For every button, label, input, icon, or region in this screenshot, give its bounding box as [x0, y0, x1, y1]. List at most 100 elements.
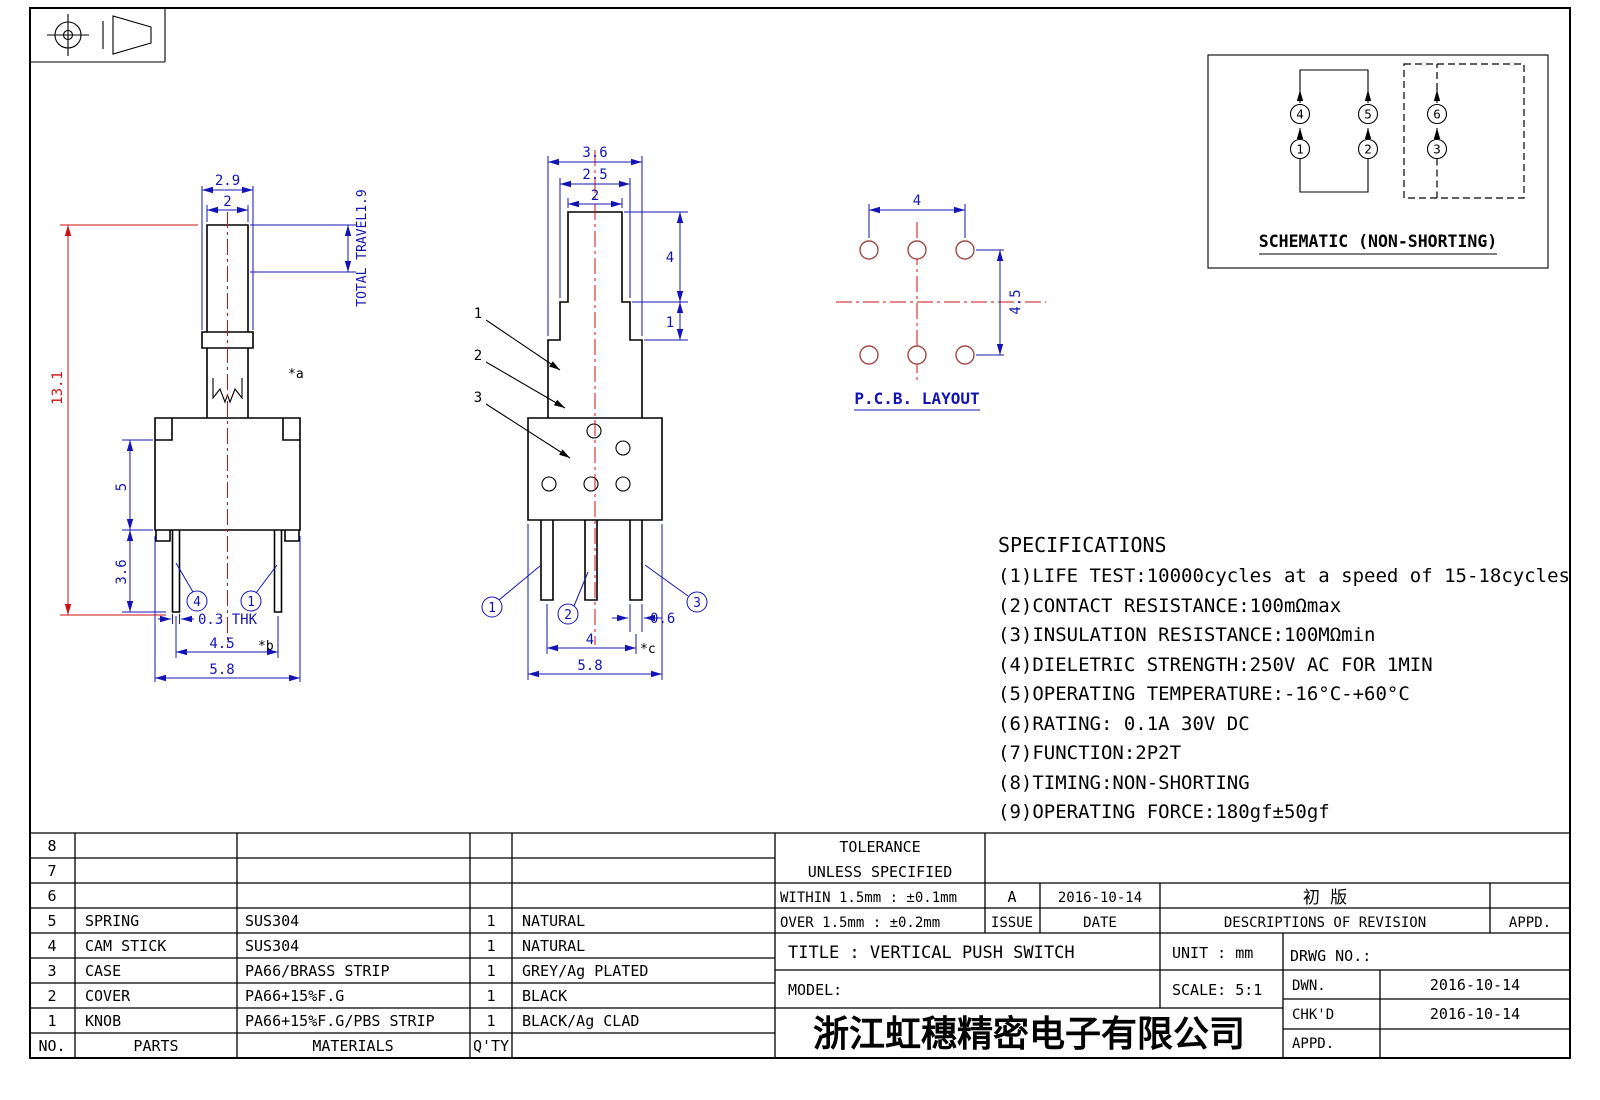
row-no: 7 — [47, 862, 56, 880]
pcb-pad — [859, 345, 879, 365]
dim-pad-pitch-v: 4.5 — [1008, 289, 1024, 314]
header-parts: PARTS — [133, 1037, 178, 1055]
row-no: 4 — [47, 937, 56, 955]
projection-box — [30, 8, 166, 63]
header-no: NO. — [38, 1037, 65, 1055]
spec-item: (9)OPERATING FORCE:180gf±50gf — [998, 801, 1330, 823]
sheet-border — [29, 7, 1571, 1059]
row-finish: GREY/Ag PLATED — [522, 962, 648, 980]
dim-pin-pitch: 4.5 — [209, 636, 234, 652]
schematic-wire-top — [1299, 69, 1369, 90]
dim-pin-length: 3.6 — [114, 559, 130, 584]
callout-leader-right — [255, 564, 278, 594]
tolerance-title: TOLERANCE — [839, 838, 920, 856]
scale-label: SCALE: 5:1 — [1172, 981, 1262, 999]
revision-description: 初 版 — [1303, 888, 1347, 908]
front-view-outline — [154, 224, 301, 613]
appd-row-label: APPD. — [1292, 1036, 1334, 1052]
schematic-pin-circle — [1289, 103, 1311, 125]
front-extension-lines — [122, 186, 356, 682]
row-qty: 1 — [486, 962, 495, 980]
part-leader-line-3 — [485, 403, 571, 459]
specifications: SPECIFICATIONS (1)LIFE TEST:10000cycles … — [998, 533, 1570, 823]
row-part: SPRING — [85, 912, 139, 930]
specifications-title: SPECIFICATIONS — [998, 533, 1167, 557]
tolerance-over: OVER 1.5mm : ±0.2mm — [780, 915, 940, 931]
side-extension-lines — [527, 156, 688, 680]
pcb-layout-title: P.C.B. LAYOUT — [854, 389, 979, 408]
schematic-pin-3: 3 — [1433, 142, 1441, 157]
row-qty: 1 — [486, 1012, 495, 1030]
row-no: 5 — [47, 912, 56, 930]
row-no: 2 — [47, 987, 56, 1005]
header-materials: MATERIALS — [312, 1037, 393, 1055]
tolerance-subtitle: UNLESS SPECIFIED — [808, 863, 953, 881]
row-material: PA66+15%F.G — [245, 987, 344, 1005]
projection-crosshair-icon — [47, 14, 89, 56]
note-b: *b — [258, 639, 274, 654]
pin-callout-1: 1 — [488, 601, 496, 616]
spec-item: (2)CONTACT RESISTANCE:100mΩmax — [998, 595, 1341, 617]
dim-knob-inner-width: 2 — [223, 194, 231, 210]
spec-item: (3)INSULATION RESISTANCE:100MΩmin — [998, 624, 1376, 646]
row-qty: 1 — [486, 912, 495, 930]
schematic-pin-4: 4 — [1296, 107, 1304, 122]
row-finish: BLACK — [522, 987, 567, 1005]
pin-callout-4: 4 — [193, 595, 201, 610]
pcb-pad — [907, 240, 927, 260]
case-hole — [541, 476, 557, 492]
case-hole — [615, 476, 631, 492]
appd-label: APPD. — [1509, 915, 1551, 931]
front-view: 2.9 2 TOTAL TRAVEL1.9 13.1 5 3.6 0.3 THK… — [50, 173, 370, 682]
row-finish: NATURAL — [522, 912, 585, 930]
dim-case-width: 5.8 — [577, 658, 602, 674]
part-leader-label-1: 1 — [474, 306, 482, 322]
pcb-pad — [955, 240, 975, 260]
callout-leader-2 — [573, 571, 589, 607]
dim-total-height: 13.1 — [50, 371, 66, 405]
revision-date: 2016-10-14 — [1058, 890, 1142, 906]
row-no: 1 — [47, 1012, 56, 1030]
pcb-pad — [955, 345, 975, 365]
drawing-title: TITLE : VERTICAL PUSH SWITCH — [788, 943, 1075, 963]
schematic: 4 5 6 1 2 3 SCHEMATIC (NON-SHORTING) — [1207, 54, 1549, 269]
projection-symbols — [30, 8, 166, 63]
schematic-pin-2: 2 — [1364, 142, 1372, 157]
row-part: CAM STICK — [85, 937, 166, 955]
revision-letter: A — [1007, 888, 1016, 906]
row-finish: NATURAL — [522, 937, 585, 955]
row-part: COVER — [85, 987, 131, 1005]
schematic-pin-circle — [1289, 138, 1311, 160]
schematic-pin-circle — [1357, 138, 1379, 160]
pin-callout-circle — [240, 590, 262, 612]
pin-callout-circle — [686, 591, 708, 613]
schematic-title: SCHEMATIC (NON-SHORTING) — [1259, 232, 1497, 251]
dim-knob-outer-width: 2.9 — [215, 173, 240, 189]
schematic-wire-bottom — [1299, 158, 1369, 193]
callout-leader-3 — [644, 564, 689, 597]
case-hole — [583, 476, 599, 492]
date-label: DATE — [1083, 915, 1117, 931]
descriptions-label: DESCRIPTIONS OF REVISION — [1224, 915, 1426, 931]
spec-item: (6)RATING: 0.1A 30V DC — [998, 713, 1250, 735]
row-qty: 1 — [486, 937, 495, 955]
chkd-date: 2016-10-14 — [1430, 1005, 1520, 1023]
part-leader-line-2 — [485, 361, 566, 409]
side-view: 3.6 2.5 2 4 1 0.6 4 *c 5.8 1 2 3 1 2 3 — [474, 145, 708, 680]
row-material: SUS304 — [245, 912, 299, 930]
header-qty: Q'TY — [473, 1037, 509, 1055]
chkd-label: CHK'D — [1292, 1007, 1334, 1023]
note-a: *a — [288, 367, 304, 382]
pcb-layout: 4 4.5 P.C.B. LAYOUT — [836, 193, 1046, 411]
dim-pin-width: 0.6 — [650, 611, 675, 627]
schematic-pin-5: 5 — [1364, 107, 1372, 122]
row-no: 3 — [47, 962, 56, 980]
dwn-date: 2016-10-14 — [1430, 976, 1520, 994]
dim-total-travel: TOTAL TRAVEL1.9 — [355, 189, 370, 306]
schematic-pin-1: 1 — [1296, 142, 1304, 157]
note-c: *c — [640, 642, 656, 657]
unit-label: UNIT : mm — [1172, 944, 1253, 962]
model-label: MODEL: — [788, 981, 842, 999]
pin-callout-circle — [186, 590, 208, 612]
